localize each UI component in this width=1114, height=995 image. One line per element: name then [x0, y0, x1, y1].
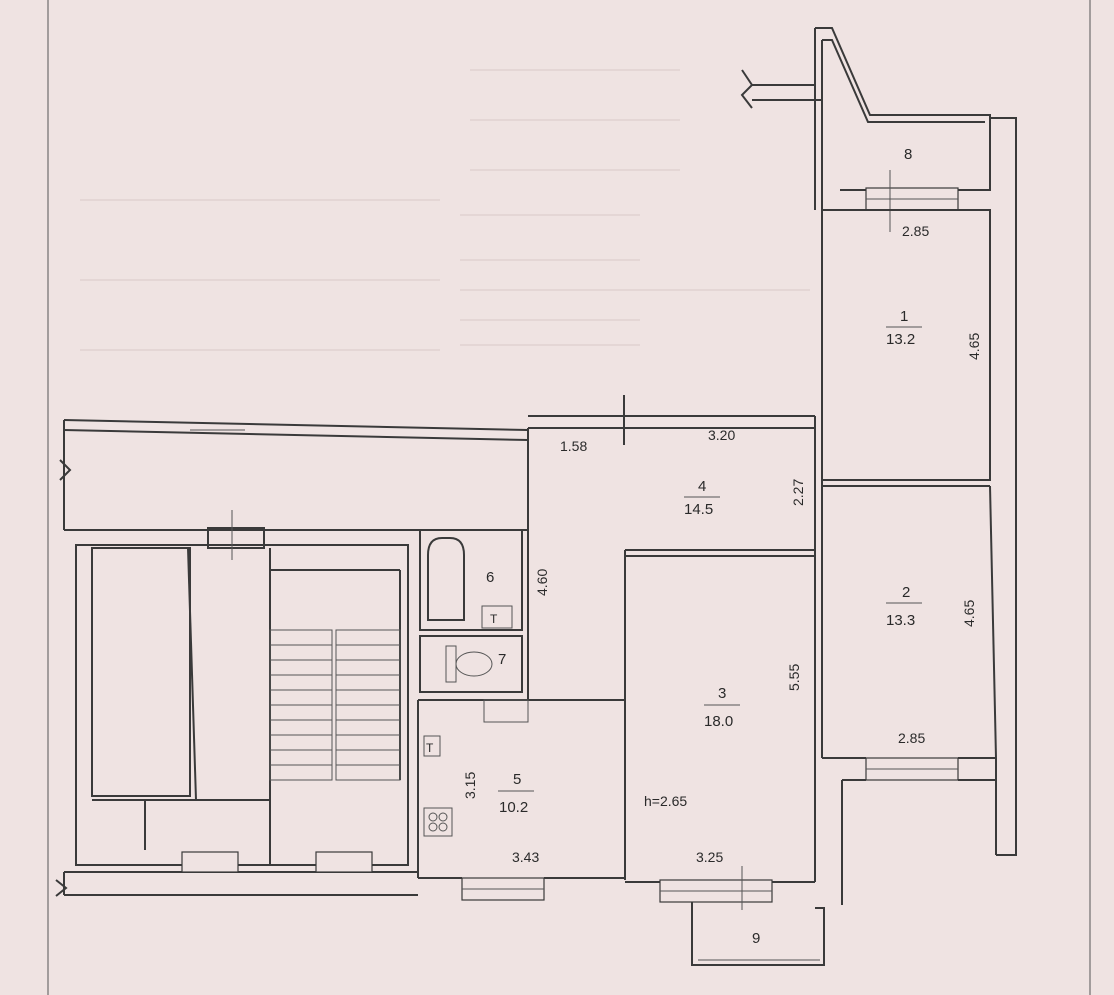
svg-text:T: T	[490, 612, 498, 626]
kitchen-depth: 3.15	[462, 772, 478, 799]
room-8-width: 2.85	[902, 223, 929, 239]
room-9-number: 9	[752, 930, 760, 947]
kitchen-width: 3.43	[512, 849, 539, 865]
room-1-height: 4.65	[966, 333, 982, 360]
room-5-number: 5	[513, 771, 521, 788]
staircase	[269, 629, 401, 781]
corridor-width: 1.58	[560, 438, 587, 454]
room-2-area: 13.3	[886, 612, 915, 629]
room-2-width: 2.85	[898, 730, 925, 746]
svg-text:T: T	[426, 741, 434, 755]
background-form-lines	[80, 69, 810, 351]
room-5-area: 10.2	[499, 799, 528, 816]
room-4-area: 14.5	[684, 501, 713, 518]
ceiling-height: h=2.65	[644, 793, 687, 809]
room-1-number: 1	[900, 308, 908, 325]
room-3-area: 18.0	[704, 713, 733, 730]
central-walls: T T	[417, 395, 825, 966]
left-walls	[55, 419, 529, 897]
hall-length: 4.60	[534, 569, 550, 596]
room-3-depth: 5.55	[786, 664, 802, 691]
room-6-number: 6	[486, 569, 494, 586]
room-1-area: 13.2	[886, 331, 915, 348]
room-3-number: 3	[718, 685, 726, 702]
room-4-number: 4	[698, 478, 706, 495]
room-3-width: 3.25	[696, 849, 723, 865]
room-labels: 8 2.85 1 13.2 4.65 1.58 3.20 2.27 4 14.5…	[462, 146, 982, 947]
room-8-number: 8	[904, 146, 912, 163]
room-2-height: 4.65	[961, 600, 977, 627]
room-4-depth: 2.27	[790, 479, 806, 506]
room-7-number: 7	[498, 651, 506, 668]
room-2-number: 2	[902, 584, 910, 601]
room-4-width: 3.20	[708, 427, 735, 443]
right-wing-walls	[740, 27, 1017, 905]
